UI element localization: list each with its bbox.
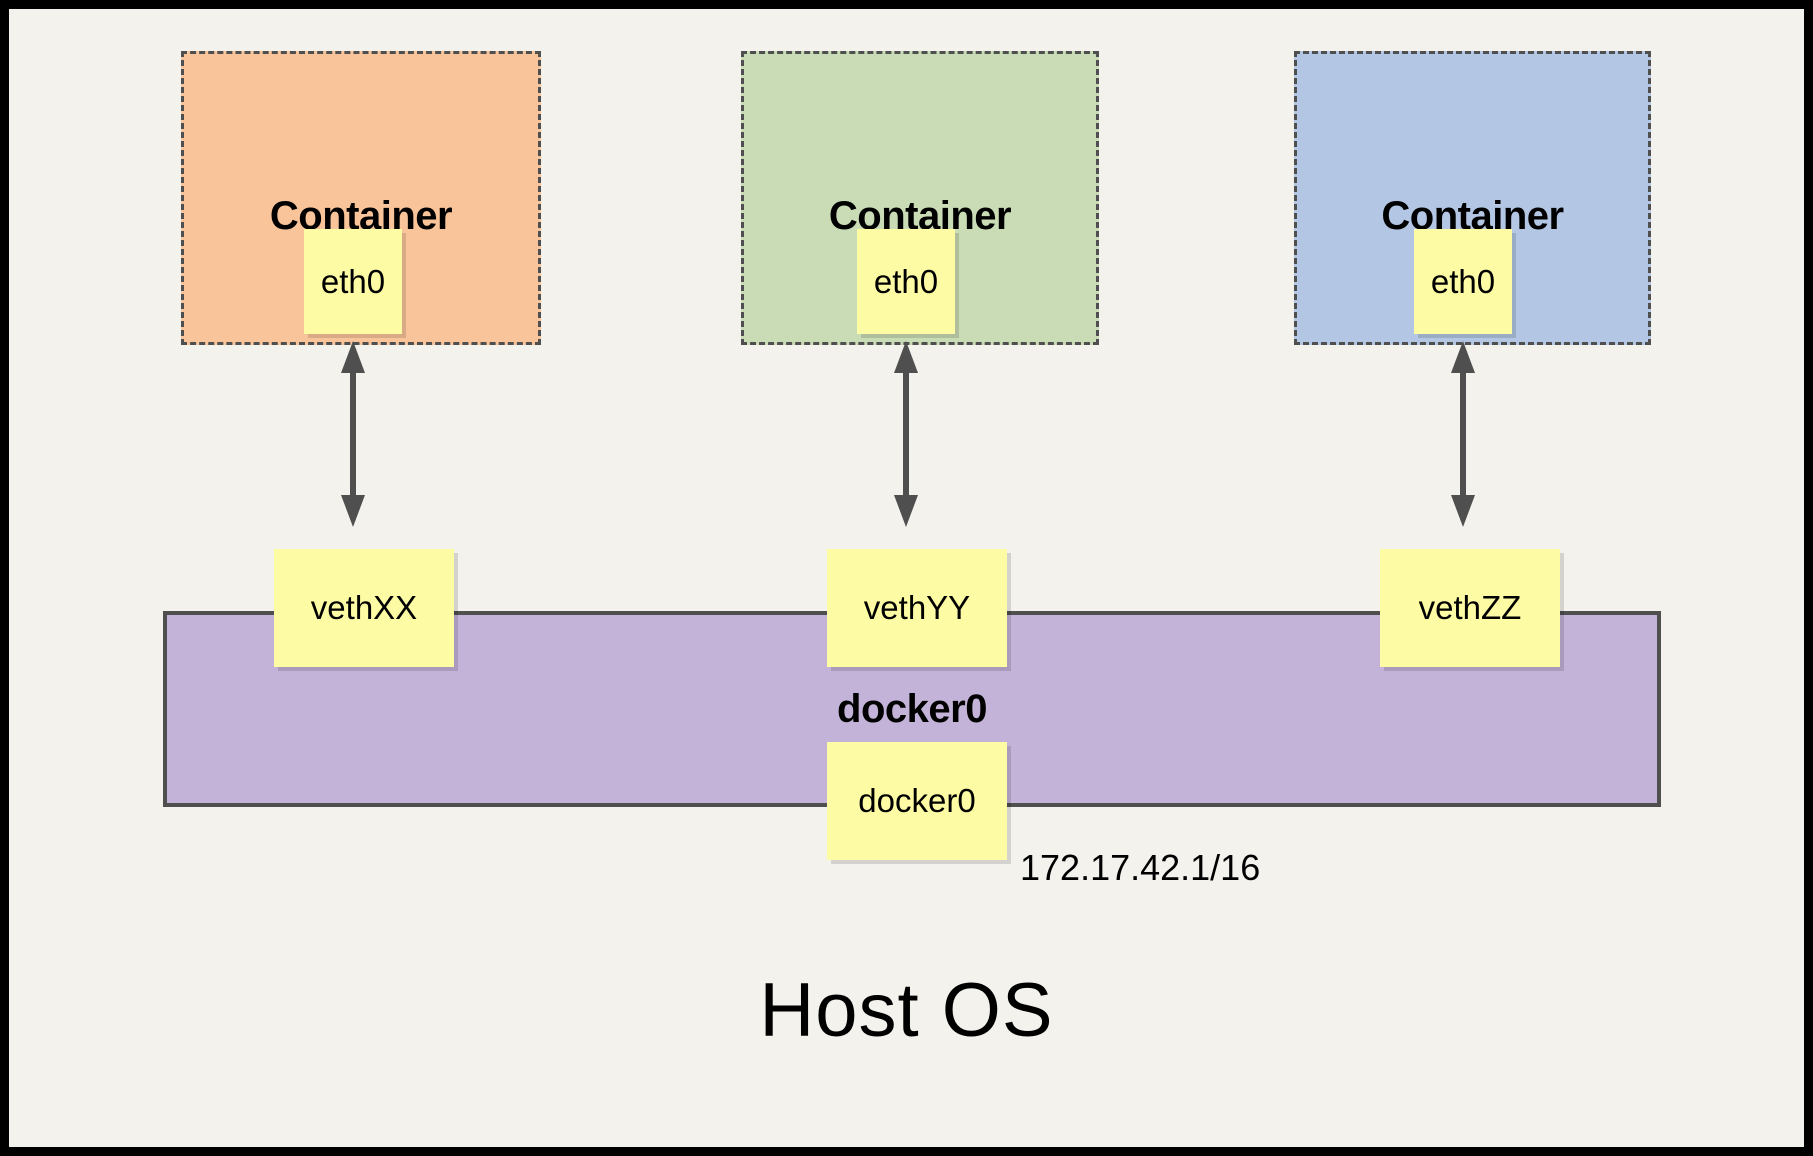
veth-node-3-label: vethZZ <box>1418 589 1522 626</box>
eth0-node-2: eth0 <box>857 229 955 334</box>
eth0-node-3: eth0 <box>1414 229 1512 334</box>
docker0-node-label: docker0 <box>858 782 976 819</box>
arrow-eth0-to-vethyy <box>894 341 918 527</box>
veth-node-3: vethZZ <box>1380 549 1560 667</box>
veth-node-2: vethYY <box>827 549 1007 667</box>
host-os-label: Host OS <box>759 968 1054 1053</box>
eth0-node-1: eth0 <box>304 229 402 334</box>
arrow-eth0-to-vethxx <box>341 341 365 527</box>
veth-node-1: vethXX <box>274 549 454 667</box>
veth-node-1-label: vethXX <box>310 589 418 626</box>
docker0-node: docker0 <box>827 742 1007 860</box>
veth-node-2-label: vethYY <box>863 589 971 626</box>
eth0-node-1-label: eth0 <box>320 262 386 300</box>
arrow-eth0-to-vethzz <box>1451 341 1475 527</box>
docker0-bridge-title: docker0 <box>837 687 987 731</box>
diagram-surface: Container eth0 Container eth0 Container … <box>9 9 1804 1147</box>
docker0-ip-label: 172.17.42.1/16 <box>1020 847 1261 888</box>
eth0-node-2-label: eth0 <box>873 262 939 300</box>
eth0-node-3-label: eth0 <box>1430 262 1496 300</box>
